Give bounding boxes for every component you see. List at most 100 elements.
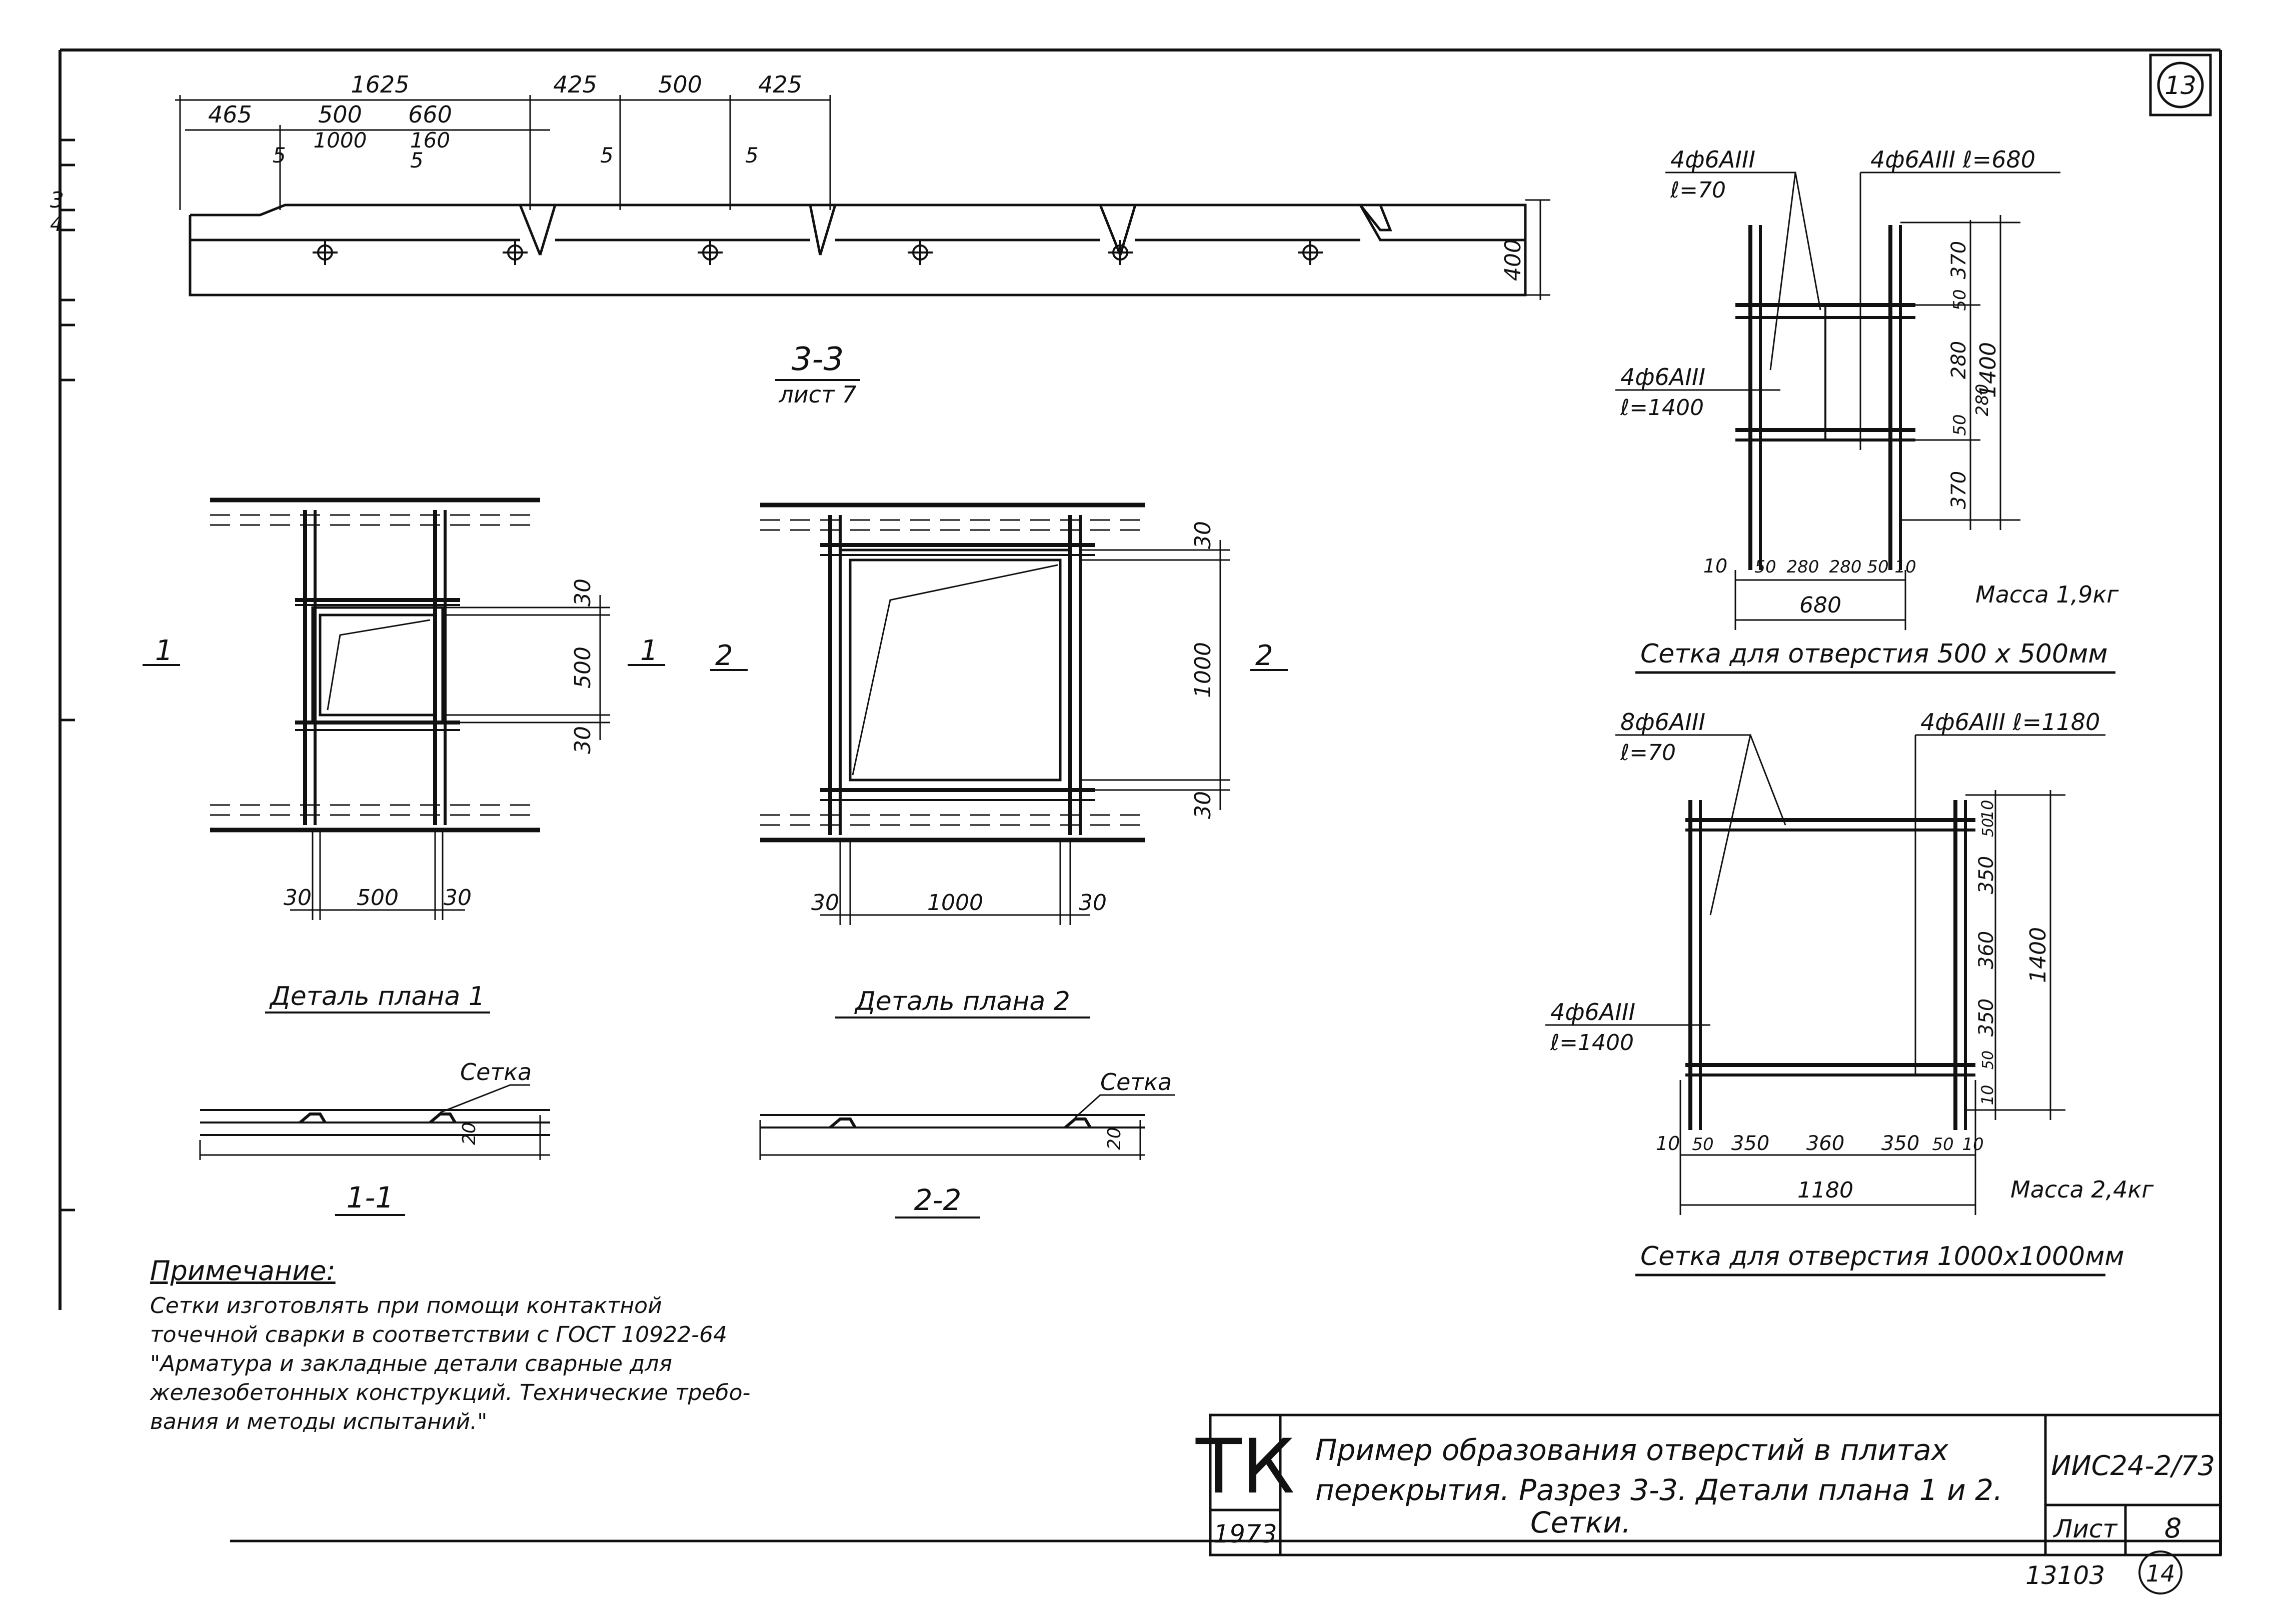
detail-2-dim-h-30a: 30: [1190, 521, 1216, 549]
note-line: точечной сварки в соответствии с ГОСТ 10…: [150, 1322, 727, 1348]
mesh-500-label-c-len: ℓ=1400: [1620, 395, 1704, 420]
mesh-500-dim-b-280a: 280: [1787, 557, 1819, 577]
detail-1-thickness: 20: [459, 1122, 480, 1145]
mesh-1000-label-c: 4ф6АIII: [1550, 998, 1635, 1026]
mesh-1000-dim-r-50b: 50: [1979, 1050, 1997, 1070]
mesh-1000-dim-r-350b: 350: [1975, 998, 1998, 1036]
mesh-1000-dim-b-50b: 50: [1932, 1134, 1953, 1154]
detail-2-dim-w-30a: 30: [811, 890, 839, 916]
dim-400: 400: [1500, 239, 1526, 281]
detail-1-dim-h-30a: 30: [570, 578, 596, 606]
detail-1-dim-w-500: 500: [357, 885, 399, 910]
title-block-line-1: Пример образования отверстий в плитах: [1315, 1433, 1949, 1467]
margin-mark-3: 3: [50, 188, 64, 213]
mesh-1000-mass: Масса 2,4кг: [2010, 1176, 2154, 1203]
title-block-year: 1973: [1213, 1520, 1277, 1548]
slot-5d: 5: [745, 143, 759, 168]
detail-2-dim-h-30b: 30: [1190, 791, 1216, 819]
mesh-1000-drawing: [1545, 734, 2105, 1215]
stamp-circle: [2138, 1550, 2182, 1594]
mesh-500-mass: Масса 1,9кг: [1975, 581, 2119, 608]
title-block-org: ТК: [1195, 1424, 1295, 1510]
mesh-500-label-a-len: ℓ=70: [1670, 178, 1726, 203]
detail-1-dim-w-30b: 30: [444, 885, 472, 910]
sheet-number-circle: [2157, 62, 2204, 108]
slot-5b: 5: [410, 148, 424, 172]
mesh-1000-dim-1180: 1180: [1797, 1178, 1853, 1203]
note-line: вания и методы испытаний.": [150, 1409, 488, 1434]
mesh-500-dim-280: 280: [1947, 341, 1970, 379]
dim-500b: 500: [318, 101, 362, 128]
sheet-frame: [59, 48, 2222, 1555]
detail-1-dim-h-500: 500: [570, 646, 596, 688]
mesh-1000-dim-1400: 1400: [2025, 927, 2051, 983]
note-title: Примечание:: [150, 1255, 336, 1286]
title-block-sheet-value: 8: [2164, 1512, 2181, 1544]
sheet-number-box: [2149, 54, 2212, 116]
mesh-500-dim-b-50b: 50: [1867, 557, 1888, 577]
mesh-500-dim-1400: 1400: [1975, 342, 2001, 398]
detail-2-thickness: 20: [1104, 1127, 1125, 1150]
title-block-line-3: Сетки.: [1530, 1506, 1631, 1540]
title-block-line-2: перекрытия. Разрез 3-3. Детали плана 1 и…: [1315, 1473, 2003, 1507]
detail-2-cut-right: 2: [1255, 640, 1273, 672]
slot-5c: 5: [600, 143, 614, 168]
slot-5a: 5: [273, 143, 286, 168]
mesh-1000-dim-b-10a: 10: [1656, 1132, 1680, 1154]
mesh-1000-label-c-len: ℓ=1400: [1550, 1030, 1634, 1056]
mesh-500-dim-50a: 50: [1950, 289, 1970, 310]
mesh-1000-dim-b-350b: 350: [1881, 1132, 1919, 1155]
mesh-500-dim-280b: 280: [1972, 384, 1992, 416]
dim-660: 660: [408, 101, 452, 128]
mesh-1000-dim-b-50a: 50: [1692, 1134, 1713, 1154]
dim-425b: 425: [758, 71, 802, 98]
section-3-3-ref: лист 7: [778, 381, 856, 408]
detail-2-mesh-label: Сетка: [1100, 1068, 1172, 1096]
detail-2-cut-left: 2: [715, 640, 733, 672]
note-line: "Арматура и закладные детали сварные для: [150, 1351, 672, 1376]
mesh-500-label-c: 4ф6АIII: [1620, 364, 1705, 390]
dim-1625: 1625: [351, 71, 409, 98]
mesh-1000-dim-r-360: 360: [1975, 931, 1998, 969]
detail-2-dim-w-1000: 1000: [927, 890, 983, 916]
mesh-500-label-a: 4ф6АIII: [1670, 146, 1755, 173]
detail-1-cut-left: 1: [155, 634, 173, 667]
mesh-1000-dim-b-360: 360: [1806, 1132, 1844, 1155]
dim-1000: 1000: [314, 128, 367, 152]
detail-1-dim-w-30a: 30: [284, 885, 312, 910]
detail-1-title: Деталь плана 1: [269, 982, 485, 1012]
dim-500a: 500: [658, 71, 702, 98]
mesh-500-dim-370a: 370: [1947, 241, 1970, 279]
detail-2-dim-h-1000: 1000: [1190, 642, 1216, 698]
note-line: Сетки изготовлять при помощи контактной: [150, 1293, 662, 1318]
mesh-500-drawing: [1615, 172, 2060, 630]
section-2-2-title: 2-2: [914, 1183, 962, 1217]
dim-160: 160: [410, 128, 450, 152]
detail-1-cut-right: 1: [640, 634, 658, 667]
mesh-1000-label-a: 8ф6АIII: [1620, 708, 1705, 736]
section-3-3-title: 3-3: [792, 341, 844, 378]
mesh-500-label-b: 4ф6АIII ℓ=680: [1870, 146, 2035, 173]
section-1-1-title: 1-1: [347, 1180, 394, 1214]
detail-plan-1: [143, 498, 665, 920]
mesh-1000-title: Сетка для отверстия 1000х1000мм: [1640, 1242, 2124, 1272]
stamp-number: 13103: [2025, 1561, 2105, 1590]
mesh-1000-label-a-len: ℓ=70: [1620, 740, 1676, 766]
mesh-500-dim-b-10b: 10: [1894, 557, 1916, 577]
section-3-3: [175, 95, 1550, 300]
mesh-500-dim-50b: 50: [1950, 414, 1970, 436]
dim-425a: 425: [553, 71, 597, 98]
detail-2-dim-w-30b: 30: [1079, 890, 1107, 916]
detail-plan-2: [710, 502, 1288, 925]
mesh-500-dim-370b: 370: [1947, 471, 1970, 509]
title-block-frame: [1209, 1414, 2222, 1556]
mesh-1000-dim-r-350a: 350: [1975, 856, 1998, 894]
mesh-500-dim-b-50a: 50: [1754, 557, 1776, 577]
mesh-1000-label-b: 4ф6АIII ℓ=1180: [1920, 708, 2100, 736]
note-line: железобетонных конструкций. Технические …: [150, 1380, 751, 1406]
mesh-1000-dim-b-350a: 350: [1731, 1132, 1769, 1155]
mesh-1000-dim-b-10b: 10: [1962, 1134, 1983, 1154]
mesh-500-dim-680: 680: [1799, 592, 1841, 618]
detail-2-title: Деталь плана 2: [854, 986, 1070, 1016]
